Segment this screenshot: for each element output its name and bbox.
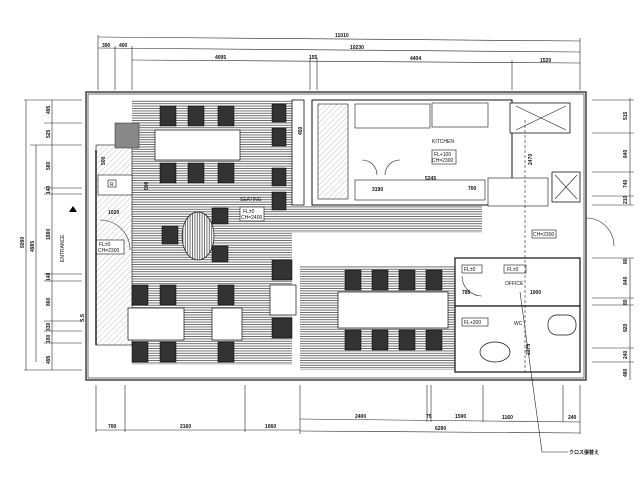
corridor-fl: FL±0 [464, 267, 476, 273]
dim-right-2: 840 [623, 149, 629, 158]
dim-2470: 2470 [528, 154, 534, 165]
dim-total-depth: 5090 [20, 237, 26, 248]
dim-bottom-5: 75 [426, 414, 432, 420]
dim-bottom-4: 2400 [355, 414, 366, 420]
dim-3190: 3190 [372, 187, 383, 193]
partition-wall [291, 99, 305, 206]
dim-right-7: 80 [623, 299, 629, 305]
dim-left-9: 180 [46, 334, 52, 343]
dim-right-4: 210 [623, 195, 629, 204]
seating-ch: CH=2400 [241, 215, 262, 221]
kitchen-ch: CH=2300 [432, 158, 453, 164]
dim-right-3: 740 [623, 179, 629, 188]
dim-left-10: 495 [46, 355, 52, 364]
bottom-dimensions: 700 2160 1060 2400 75 1590 1160 240 6290 [95, 385, 581, 434]
dim-left-8: 330 [46, 322, 52, 331]
dim-right-5: 80 [623, 258, 629, 264]
dim-500a: 500 [101, 156, 107, 165]
toilet [547, 314, 577, 336]
right-dimensions: 515 840 740 210 80 840 80 920 240 480 [592, 98, 634, 380]
entrance-fl: FL±0 [99, 242, 111, 248]
wc-fl: FL+200 [464, 320, 481, 326]
dim-right: 1520 [540, 58, 551, 64]
dim-top-a: 390 [102, 43, 111, 49]
dim-right-9: 240 [623, 350, 629, 359]
entrance-arrow-icon [69, 206, 77, 212]
dim-1020: 1020 [108, 210, 119, 216]
seating-label: SEATING [240, 197, 262, 203]
corridor-floor [292, 205, 482, 233]
dim-wall: 155 [309, 55, 318, 61]
dim-total-width: 11010 [335, 33, 349, 39]
office-label: OFFICE [505, 281, 524, 287]
dim-right-1: 515 [623, 111, 629, 120]
wc-label: WC [514, 321, 523, 327]
dim-785: 785 [462, 290, 471, 296]
dim-left-room: 4095 [215, 55, 226, 61]
dim-left-1: 495 [46, 105, 52, 114]
seating-fl: FL±0 [243, 209, 255, 215]
office-fl: FL±0 [507, 267, 519, 273]
dim-top-b: 400 [119, 43, 128, 49]
planter [114, 122, 140, 149]
dim-bottom-7: 1160 [502, 415, 513, 421]
dim-left-6: 140 [46, 272, 52, 281]
dim-center: 4404 [410, 56, 421, 62]
seating-tables [127, 103, 449, 363]
dim-700: 700 [468, 186, 477, 192]
dim-left-2: 525 [46, 129, 52, 138]
kitchen-counter [317, 103, 349, 200]
corridor-ch: CH=2300 [533, 232, 554, 238]
wash-basin [479, 341, 511, 363]
dim-left-3: 580 [46, 161, 52, 170]
dim-bottom-8: 240 [568, 415, 577, 421]
dim-bottom-total: 6290 [435, 426, 446, 432]
dim-right-6: 840 [623, 276, 629, 285]
dim-2375: 2375 [526, 344, 532, 355]
entrance-label: ENTRANCE [60, 234, 66, 262]
dim-left-4: 140 [46, 185, 52, 194]
dim-left-7: 860 [46, 297, 52, 306]
kitchen-label: KITCHEN [432, 139, 454, 145]
dim-450: 450 [298, 126, 304, 135]
dim-right-8: 920 [623, 323, 629, 332]
dim-bottom-1: 700 [108, 424, 117, 430]
dim-bottom-2: 2160 [180, 424, 191, 430]
kitchen-fl: FL+100 [434, 152, 451, 158]
dim-5245: 5245 [425, 176, 436, 182]
dim-1000: 1000 [530, 290, 541, 296]
top-dimensions: 11010 390 400 10230 4095 155 4404 1520 [97, 33, 581, 90]
entrance-ch: CH=2300 [98, 248, 119, 254]
dim-bottom-6: 1590 [455, 414, 466, 420]
entrance-door-swing [99, 219, 131, 251]
dim-bottom-3: 1060 [265, 424, 276, 430]
dim-inner-width: 10230 [350, 45, 364, 51]
register-label: R [110, 182, 114, 188]
dim-left-5: 1880 [46, 229, 52, 240]
left-dimensions: 5090 4985 495 525 580 140 1880 140 860 3… [20, 99, 86, 371]
dim-inner-depth: 4985 [30, 241, 36, 252]
dim-500b: 500 [144, 181, 150, 190]
annotation-leader [519, 291, 568, 453]
dim-right-10: 480 [623, 368, 629, 377]
sinks [431, 102, 489, 128]
wallpaper-replacement-note: クロス張替え [569, 449, 599, 456]
back-door-swing [585, 217, 615, 247]
dim-step: S.S [80, 313, 86, 322]
